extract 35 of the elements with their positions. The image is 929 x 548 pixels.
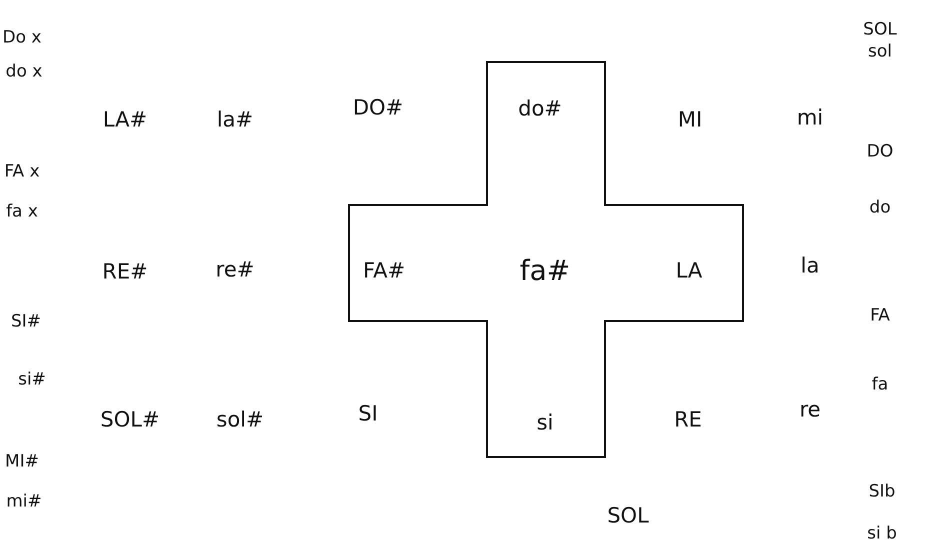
note-label: fa [872,376,888,394]
note-label: si b [867,526,897,542]
note-label: si# [18,372,46,388]
note-label: MI# [5,454,39,470]
note-label: LA# [102,110,148,130]
note-label: FA [870,308,890,324]
note-label: mi# [6,494,42,510]
note-label: RE# [102,262,148,282]
note-label: FA# [362,260,406,282]
note-label: fa x [6,204,38,220]
note-label: mi [796,108,824,128]
note-label: DO# [352,98,404,118]
note-label: SOL [607,506,649,526]
note-label: SIb [868,484,896,500]
note-label: SOL [863,22,897,38]
note-label: re [799,400,821,420]
note-label: RE [674,410,702,430]
note-label: la [800,256,820,276]
note-label: SI [358,404,378,424]
note-label: la# [216,110,254,130]
note-label: fa# [520,257,570,285]
note-label: DO [866,144,894,160]
note-label: sol [868,44,892,60]
note-label: do x [6,64,42,80]
note-label: MI [678,110,702,130]
note-label: SI# [10,314,42,330]
note-label: do [869,200,891,216]
note-label: si [536,412,554,434]
note-label: LA [676,260,702,282]
note-label: FA x [4,164,40,180]
note-label: sol# [216,410,264,430]
note-label: re# [216,260,254,280]
note-label: SOL# [100,410,160,430]
note-label: do# [518,98,562,120]
note-label: Do x [2,30,42,46]
